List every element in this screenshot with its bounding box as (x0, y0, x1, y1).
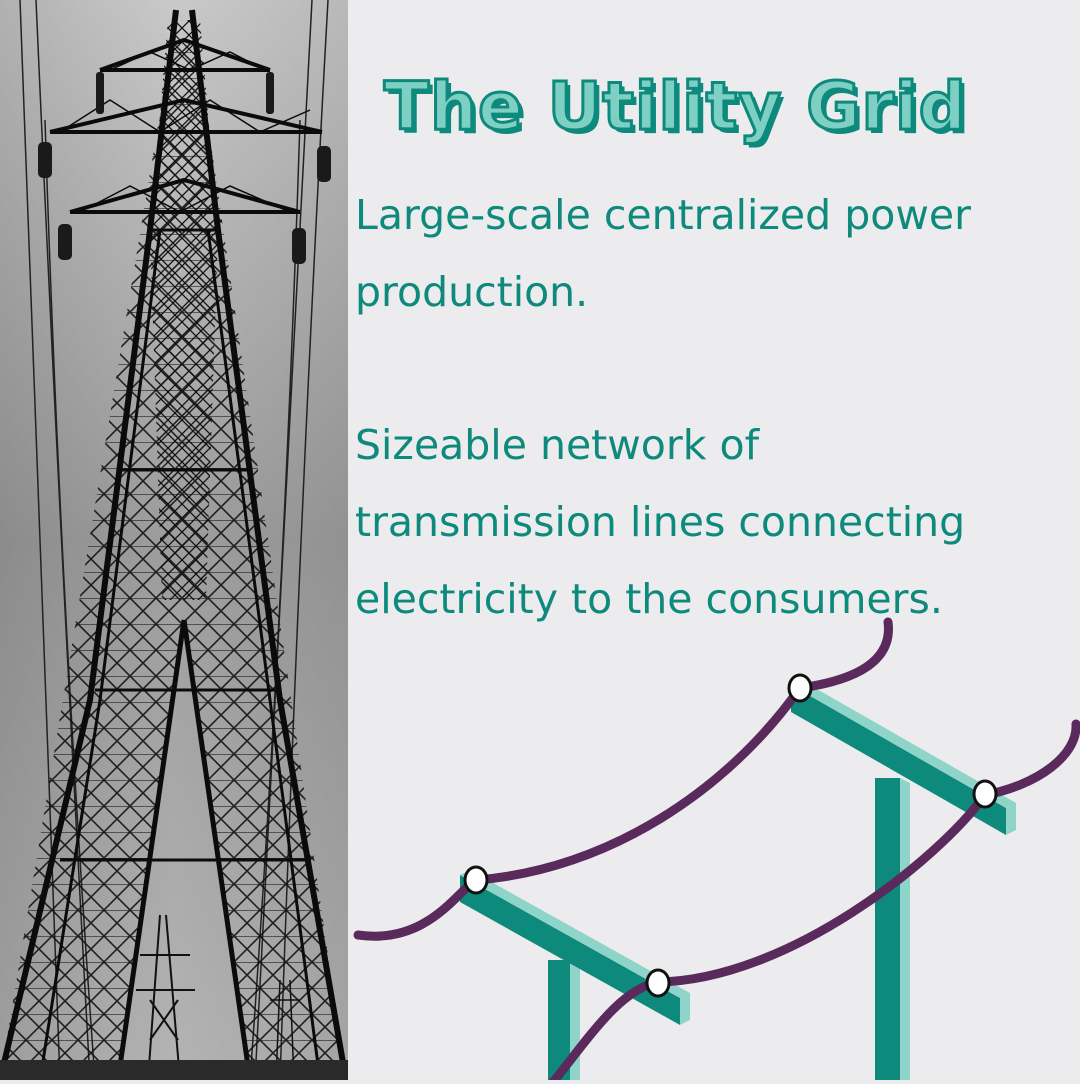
utility-poles-illustration (348, 610, 1080, 1084)
transmission-tower-photo (0, 0, 348, 1080)
page-title: The Utility Grid (383, 67, 968, 147)
